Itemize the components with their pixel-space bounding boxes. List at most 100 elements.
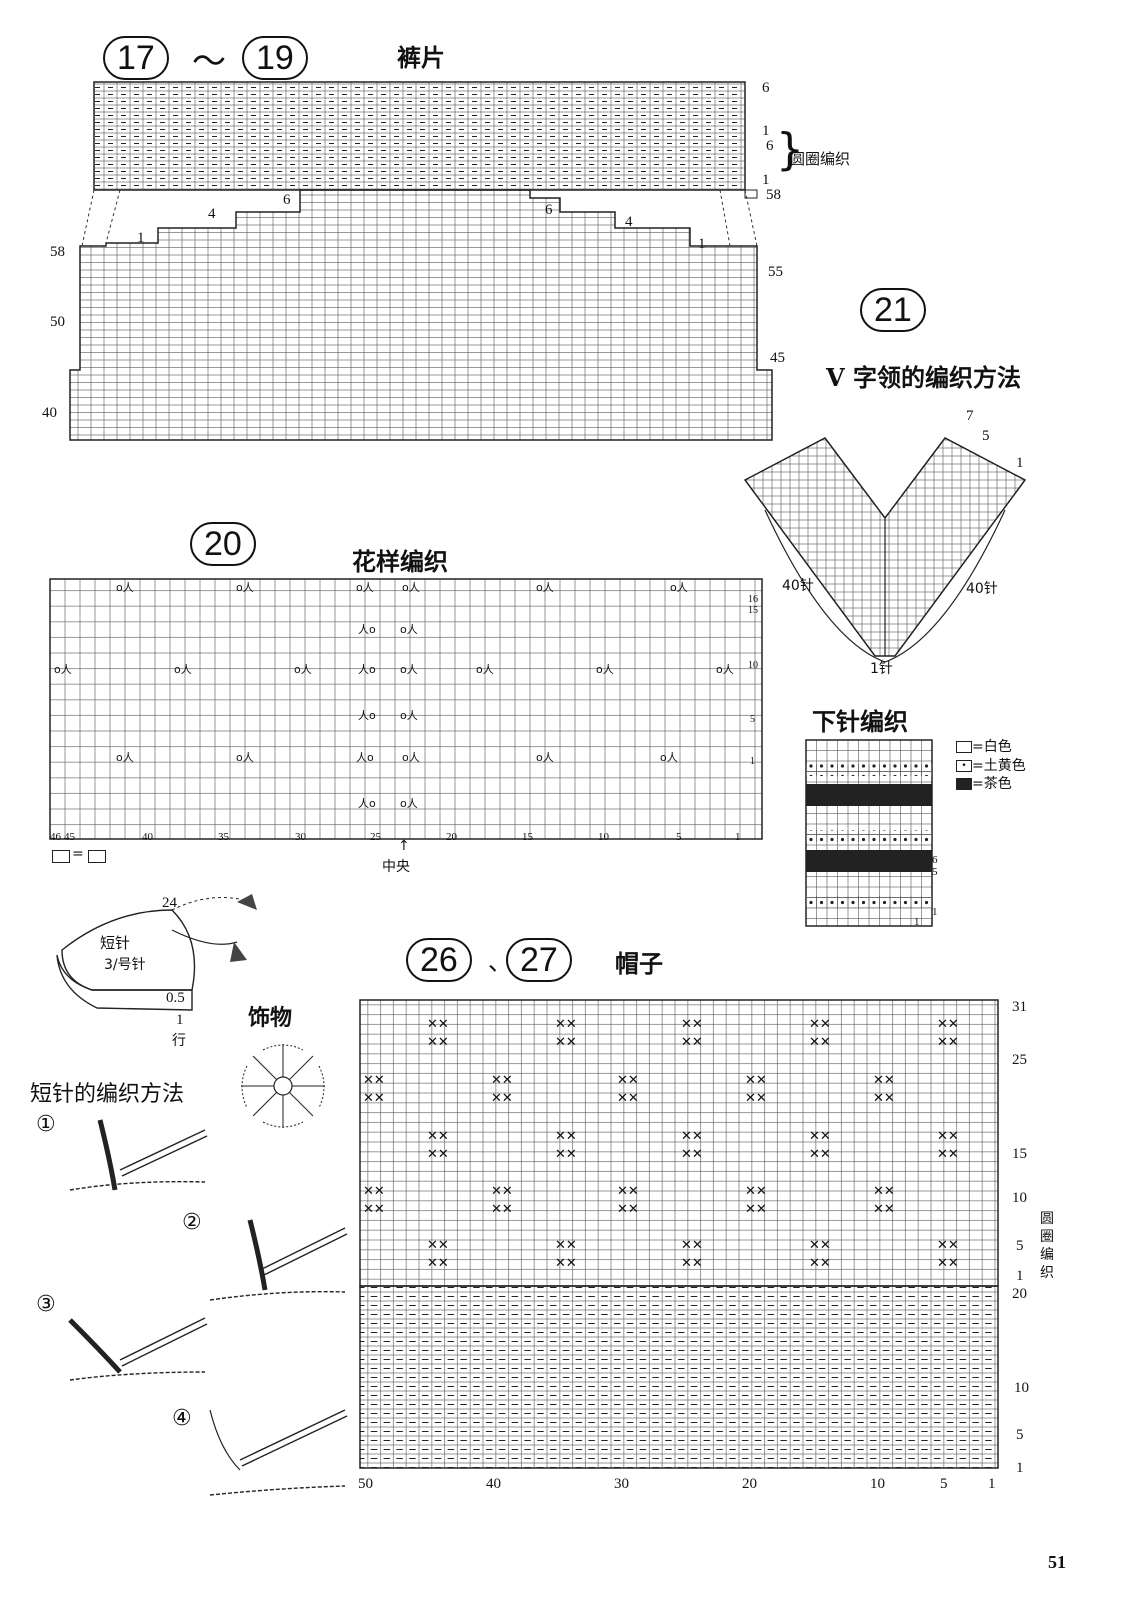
legend-white-label: =白色 xyxy=(972,739,1012,755)
hat-col-20: 20 xyxy=(742,1476,757,1492)
pattern-row-10: 10 xyxy=(748,660,758,671)
svg-text:✕✕: ✕✕ xyxy=(555,1017,577,1032)
sc-step-1: ① xyxy=(36,1112,56,1137)
hat-title: 帽子 xyxy=(615,950,663,978)
pattern-col-15: 15 xyxy=(522,831,533,843)
sc-step-3: ③ xyxy=(36,1292,56,1317)
ribbing-brace: } xyxy=(776,124,804,175)
hat-sketch-label2: 3/号针 xyxy=(104,957,146,973)
svg-text:o人: o人 xyxy=(294,663,312,676)
svg-text:✕✕: ✕✕ xyxy=(491,1184,513,1199)
svg-text:✕✕: ✕✕ xyxy=(363,1091,385,1106)
svg-text:✕✕: ✕✕ xyxy=(427,1017,449,1032)
svg-text:✕✕: ✕✕ xyxy=(937,1147,959,1162)
hat-ribbing-note-1: 圆 xyxy=(1040,1211,1054,1227)
svg-text:✕✕: ✕✕ xyxy=(555,1238,577,1253)
sc-step-2: ② xyxy=(182,1210,202,1235)
section-badge-17: 17 xyxy=(103,36,169,80)
legend-swatch-dark xyxy=(956,778,972,790)
pants-chart xyxy=(69,81,773,441)
svg-text:o人: o人 xyxy=(400,663,418,676)
svg-text:✕✕: ✕✕ xyxy=(491,1091,513,1106)
pants-right-label-55: 55 xyxy=(768,264,783,280)
svg-text:人o: 人o xyxy=(358,623,376,636)
svg-text:✕✕: ✕✕ xyxy=(491,1202,513,1217)
svg-text:✕✕: ✕✕ xyxy=(873,1184,895,1199)
pattern-row-15: 15 xyxy=(748,605,758,616)
hat-col-50: 50 xyxy=(358,1476,373,1492)
svg-text:✕✕: ✕✕ xyxy=(681,1017,703,1032)
hat-ribbing-note-2: 圈 xyxy=(1040,1229,1054,1245)
svg-text:✕✕: ✕✕ xyxy=(427,1256,449,1271)
svg-text:人o: 人o xyxy=(358,797,376,810)
svg-text:o人: o人 xyxy=(402,581,420,594)
svg-text:✕✕: ✕✕ xyxy=(681,1147,703,1162)
hat-right-label-31: 31 xyxy=(1012,999,1027,1015)
section-badge-19: 19 xyxy=(242,36,308,80)
svg-text:✕✕: ✕✕ xyxy=(873,1202,895,1217)
pants-right-label-1b: 1 xyxy=(762,172,770,188)
stockinette-row-1: 1 xyxy=(932,906,938,918)
svg-text:✕✕: ✕✕ xyxy=(809,1017,831,1032)
pants-right-label-45: 45 xyxy=(770,350,785,366)
pattern-col-25: 25 xyxy=(370,831,381,843)
svg-text:o人: o人 xyxy=(716,663,734,676)
sc-illustrations xyxy=(68,1119,348,1496)
svg-text:✕✕: ✕✕ xyxy=(809,1238,831,1253)
stockinette-row-6: 6 xyxy=(932,854,938,866)
svg-text:✕✕: ✕✕ xyxy=(745,1073,767,1088)
svg-text:o人: o人 xyxy=(236,581,254,594)
svg-text:✕✕: ✕✕ xyxy=(681,1256,703,1271)
sc-step-4: ④ xyxy=(172,1406,192,1431)
pants-left-label-50: 50 xyxy=(50,314,65,330)
pattern-col-10: 10 xyxy=(598,831,609,843)
svg-text:✕✕: ✕✕ xyxy=(873,1091,895,1106)
hat-right-label-20: 20 xyxy=(1012,1286,1027,1302)
svg-text:✕✕: ✕✕ xyxy=(363,1202,385,1217)
hat-ribbing-note-3: 编 xyxy=(1040,1247,1054,1263)
pattern-title: 花样编织 xyxy=(352,548,448,576)
svg-text:✕✕: ✕✕ xyxy=(617,1091,639,1106)
svg-text:✕✕: ✕✕ xyxy=(809,1256,831,1271)
svg-text:✕✕: ✕✕ xyxy=(491,1073,513,1088)
svg-text:✕✕: ✕✕ xyxy=(427,1129,449,1144)
stockinette-col-1: 1 xyxy=(914,916,920,928)
pattern-col-46: 46 xyxy=(50,831,61,843)
hat-right-label-1: 1 xyxy=(1016,1268,1024,1284)
pants-ribbing-note: 圆圈编织 xyxy=(790,150,851,168)
svg-text:✕✕: ✕✕ xyxy=(427,1035,449,1050)
pattern-row-5: 5 xyxy=(750,714,755,725)
svg-text:✕✕: ✕✕ xyxy=(937,1035,959,1050)
svg-text:人o: 人o xyxy=(356,751,374,764)
vneck-left-count: 40针 xyxy=(782,578,814,594)
svg-text:人o: 人o xyxy=(358,709,376,722)
svg-text:✕✕: ✕✕ xyxy=(555,1129,577,1144)
pants-step-label-1: 1 xyxy=(137,230,145,246)
pants-step-label-6: 6 xyxy=(283,192,291,208)
pants-left-label-40: 40 xyxy=(42,405,57,421)
hat-sketch-brim-rows: 1 xyxy=(176,1012,184,1028)
svg-text:✕✕: ✕✕ xyxy=(681,1035,703,1050)
page-number: 51 xyxy=(1048,1552,1066,1572)
pants-title: 裤片 xyxy=(397,44,445,72)
ornament-title: 饰物 xyxy=(248,1006,293,1031)
svg-text:✕✕: ✕✕ xyxy=(809,1035,831,1050)
svg-text:o人: o人 xyxy=(400,797,418,810)
svg-text:✕✕: ✕✕ xyxy=(745,1184,767,1199)
hat-col-30: 30 xyxy=(614,1476,629,1492)
pants-step-label-4: 4 xyxy=(208,206,216,222)
pattern-col-40: 40 xyxy=(142,831,153,843)
hat-col-40: 40 xyxy=(486,1476,501,1492)
pattern-row-1: 1 xyxy=(750,756,755,767)
pants-left-label-58: 58 xyxy=(50,244,65,260)
svg-text:✕✕: ✕✕ xyxy=(937,1256,959,1271)
svg-text:✕✕: ✕✕ xyxy=(745,1091,767,1106)
stockinette-chart xyxy=(805,739,933,927)
svg-text:✕✕: ✕✕ xyxy=(937,1017,959,1032)
pattern-center-arrow: ↑ xyxy=(398,838,410,854)
svg-text:o人: o人 xyxy=(402,751,420,764)
svg-text:o人: o人 xyxy=(476,663,494,676)
svg-text:o人: o人 xyxy=(536,751,554,764)
sc-title: 短针的编织方法 xyxy=(30,1082,185,1107)
